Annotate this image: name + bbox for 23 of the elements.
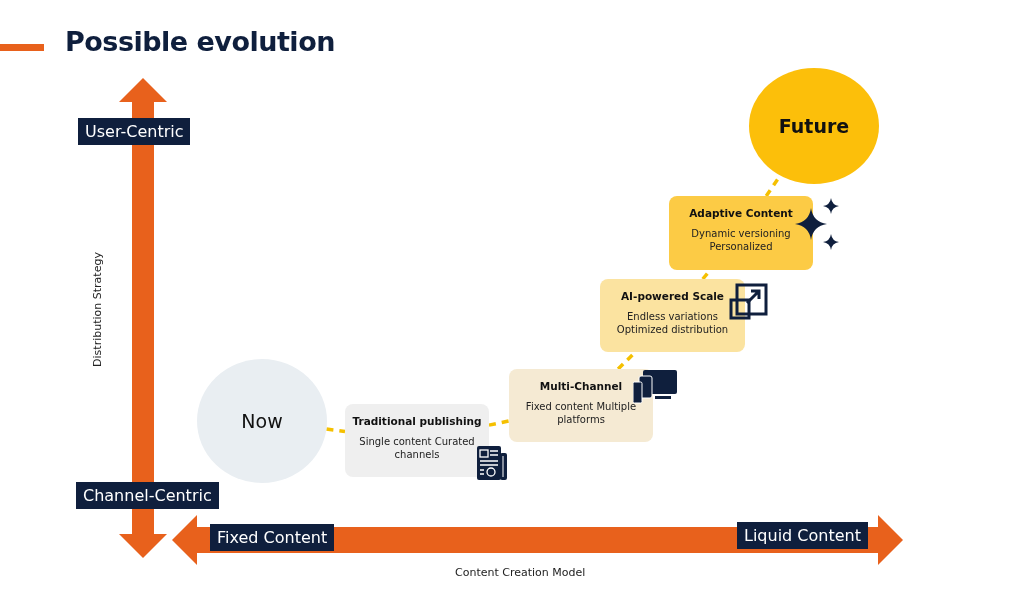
stage-title: Adaptive Content: [689, 207, 793, 219]
stage-description: Fixed content Multiple platforms: [524, 400, 638, 426]
stage-card: [600, 279, 745, 352]
stage-card: [669, 196, 813, 270]
axis-title: Distribution Strategy: [90, 252, 104, 367]
stage-label: Future: [778, 115, 850, 137]
axis-label: Fixed Content: [210, 524, 335, 551]
stage-title: Multi-Channel: [539, 380, 623, 392]
stage-card: [509, 369, 653, 442]
stage-description: Single content Curated channels: [358, 435, 476, 461]
stage-description: Endless variations Optimized distribution: [615, 310, 730, 336]
stage-title: Traditional publishing: [352, 415, 482, 427]
axis-label: User-Centric: [78, 118, 191, 145]
stage-title: AI-powered Scale: [621, 290, 724, 302]
stage-description: Dynamic versioning Personalized: [690, 227, 792, 253]
dashed-connector: [326, 427, 346, 434]
axis-title: Content Creation Model: [455, 566, 586, 579]
dashed-connector: [488, 419, 510, 427]
axis-label: Channel-Centric: [76, 482, 219, 509]
title: Possible evolution: [65, 26, 335, 57]
stage-label: Now: [241, 410, 283, 432]
axis-label: Liquid Content: [737, 522, 868, 549]
stage-card: [345, 404, 489, 477]
